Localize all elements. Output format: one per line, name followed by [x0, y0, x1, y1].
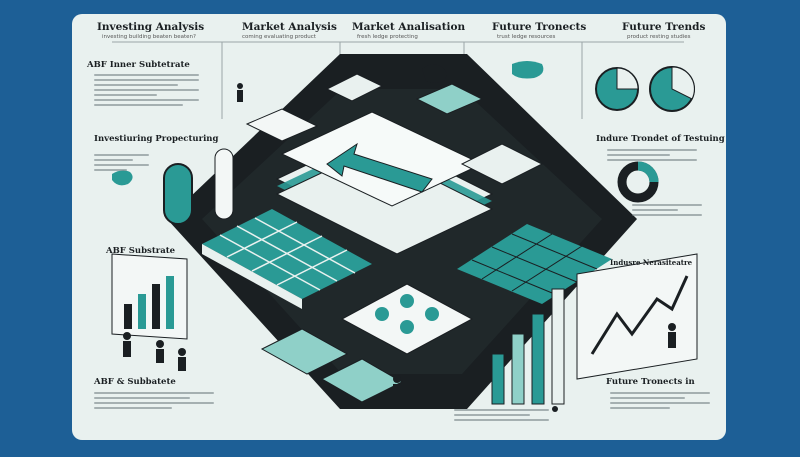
label-abf-inner: ABF Inner Subtetrate [87, 60, 190, 70]
subheader-investing: investing building beaten beaten? [102, 34, 196, 40]
text-block [632, 204, 702, 219]
isometric-illustration [111, 41, 698, 412]
top-cards [245, 73, 544, 185]
header-future-trends: Future Trends [622, 21, 706, 33]
circle-chip-panel [340, 283, 474, 355]
chip-stack-bottom [260, 328, 404, 403]
subheader-future2: product resting studies [627, 34, 691, 40]
text-block [94, 74, 199, 109]
label-abf-bottom: ABF & Subbatete [94, 377, 176, 387]
header-investing: Investing Analysis [97, 21, 205, 33]
label-abf-substrate: ABF Substrate [106, 246, 176, 256]
arrow-icon [326, 142, 433, 193]
text-block [610, 392, 710, 412]
text-block [94, 154, 149, 174]
infographic-card: Investing Analysis Market Analysis Marke… [72, 14, 726, 440]
line-chart-icon [576, 253, 698, 380]
header-future: Future Tronects [492, 21, 587, 33]
label-investing-pre: Investiuring Propecturing [94, 134, 219, 144]
header-market: Market Analysis [242, 21, 337, 33]
bar-chart-icon [491, 288, 565, 405]
chip-grid-right [457, 224, 612, 304]
label-future-bottom: Future Tronects in [606, 377, 695, 387]
label-indure: Indure Trondet of Testuing [596, 134, 725, 144]
map-icon [112, 61, 544, 186]
label-industry: Indusre Nerasiteatre [610, 258, 693, 267]
donut-chart-icon [617, 161, 659, 203]
chip-grid-left [202, 209, 372, 309]
person-icon [123, 83, 676, 412]
text-block [94, 392, 214, 412]
text-block [607, 149, 697, 164]
subheader-market2: fresh ledge protecting [357, 34, 418, 40]
pie-chart-icon [595, 66, 695, 112]
subheader-future: trust ledge resources [497, 34, 556, 40]
cylinder-icon [163, 148, 234, 225]
bar-chart-left [111, 253, 188, 340]
text-block [454, 409, 549, 424]
header-market-analisation: Market Analisation [352, 21, 466, 33]
subheader-market: coming evaluating product [242, 34, 316, 40]
